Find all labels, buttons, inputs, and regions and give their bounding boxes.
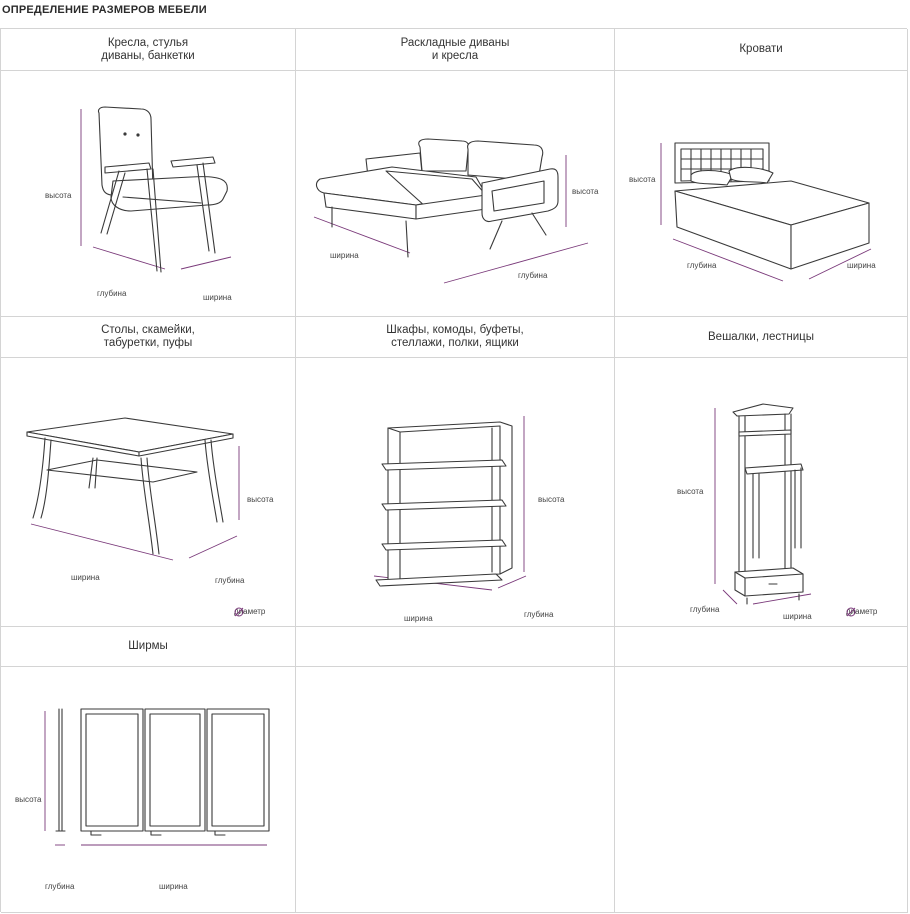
screen-height-label: высота <box>15 795 42 804</box>
sofa-bed-illustration <box>313 138 589 284</box>
header-hangers-title: Вешалки, лестницы <box>708 330 814 343</box>
armchair-width-label: ширина <box>203 293 232 302</box>
coat-stand-height-label: высота <box>677 487 704 496</box>
cell-beds: высота глубина ширина <box>615 71 908 317</box>
cell-cabinets: высота ширина глубина <box>296 358 615 627</box>
sofa-bed-depth-label: глубина <box>518 271 548 280</box>
header-screens-title: Ширмы <box>128 640 168 652</box>
screen-depth-label: глубина <box>45 882 75 891</box>
armchair-illustration <box>80 106 232 273</box>
diameter-symbol-icon <box>846 607 856 617</box>
shelving-illustration <box>373 416 527 591</box>
coat-stand-diameter-label: диаметр <box>846 607 878 616</box>
table-diameter-label: диаметр <box>234 607 266 616</box>
cabinet-depth-label: глубина <box>524 610 554 619</box>
bed-height-label: высота <box>629 175 656 184</box>
table-illustration <box>26 417 240 561</box>
header-screens: Ширмы <box>1 627 296 667</box>
header-tables-title: Столы, скамейки, табуретки, пуфы <box>101 324 195 349</box>
furniture-grid: Кресла, стулья диваны, банкетки Раскладн… <box>0 28 908 913</box>
bed-depth-label: глубина <box>687 261 717 270</box>
armchair-height-label: высота <box>45 191 72 200</box>
table-height-label: высота <box>247 495 274 504</box>
sofa-bed-height-label: высота <box>572 187 599 196</box>
folding-screen-illustration <box>44 708 270 846</box>
cell-empty-1 <box>296 667 615 913</box>
page-title: ОПРЕДЕЛЕНИЕ РАЗМЕРОВ МЕБЕЛИ <box>2 4 207 16</box>
header-hangers: Вешалки, лестницы <box>615 317 908 358</box>
coat-stand-illustration <box>714 403 812 605</box>
diameter-symbol-icon <box>234 607 244 617</box>
header-beds: Кровати <box>615 29 908 71</box>
sofa-bed-width-label: ширина <box>330 251 359 260</box>
screen-width-label: ширина <box>159 882 188 891</box>
cell-hangers: высота глубина ширина диаметр <box>615 358 908 627</box>
cabinet-height-label: высота <box>538 495 565 504</box>
table-depth-label: глубина <box>215 576 245 585</box>
cell-sofa-beds: высота ширина глубина <box>296 71 615 317</box>
coat-stand-diameter-legend: диаметр <box>846 607 878 617</box>
header-beds-title: Кровати <box>739 43 783 55</box>
header-tables: Столы, скамейки, табуретки, пуфы <box>1 317 296 358</box>
header-cabinets-title: Шкафы, комоды, буфеты, стеллажи, полки, … <box>386 324 524 349</box>
coat-stand-depth-label: глубина <box>690 605 720 614</box>
header-armchairs-title: Кресла, стулья диваны, банкетки <box>101 36 195 62</box>
table-width-label: ширина <box>71 573 100 582</box>
cell-screens: высота глубина ширина <box>1 667 296 913</box>
header-sofa-beds: Раскладные диваны и кресла <box>296 29 615 71</box>
cell-armchairs: высота глубина ширина <box>1 71 296 317</box>
bed-illustration <box>660 142 872 282</box>
cell-tables: высота ширина глубина диаметр <box>1 358 296 627</box>
header-armchairs: Кресла, стулья диваны, банкетки <box>1 29 296 71</box>
bed-width-label: ширина <box>847 261 876 270</box>
coat-stand-width-label: ширина <box>783 612 812 621</box>
cell-empty-2 <box>615 667 908 913</box>
header-cabinets: Шкафы, комоды, буфеты, стеллажи, полки, … <box>296 317 615 358</box>
header-empty-1 <box>296 627 615 667</box>
header-empty-2 <box>615 627 908 667</box>
table-diameter-legend: диаметр <box>234 607 266 617</box>
armchair-depth-label: глубина <box>97 289 127 298</box>
header-sofa-beds-title: Раскладные диваны и кресла <box>400 36 510 62</box>
cabinet-width-label: ширина <box>404 614 433 623</box>
